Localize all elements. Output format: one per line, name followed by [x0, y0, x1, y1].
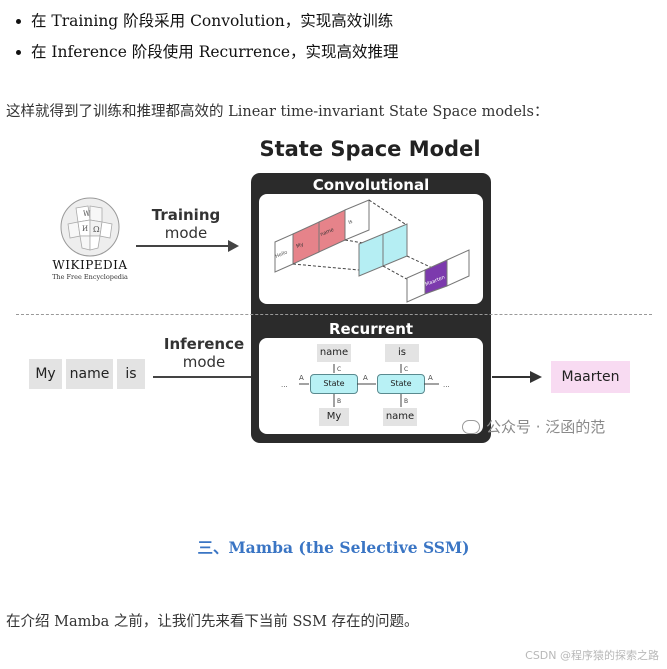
- input-token-my: My: [29, 359, 62, 389]
- wikipedia-wordmark: WIKIPEDIA: [45, 258, 135, 272]
- svg-text:Ω: Ω: [93, 225, 100, 234]
- intro-paragraph: 这样就得到了训练和推理都高效的 Linear time-invariant St…: [6, 100, 549, 121]
- output-token: Maarten: [551, 361, 630, 393]
- conv-projection-line: [293, 264, 359, 270]
- convolutional-panel: Hello My name is Maarten: [259, 194, 483, 304]
- b-label: B: [404, 398, 408, 405]
- convolutional-heading: Convolutional: [251, 176, 491, 194]
- body-paragraph: 在介绍 Mamba 之前，让我们先来看下当前 SSM 存在的问题。: [6, 610, 419, 631]
- inference-label: Inference: [164, 335, 244, 353]
- training-mode-label: Training mode: [140, 206, 232, 242]
- recurrent-heading: Recurrent: [251, 320, 491, 338]
- a-label: A: [363, 374, 368, 382]
- svg-text:И: И: [82, 225, 88, 233]
- training-label: Training: [152, 206, 220, 224]
- figure-divider: [16, 314, 652, 315]
- watermark-text: 公众号 · 泛函的范: [486, 418, 605, 436]
- conv-kernel-cell: [383, 224, 407, 266]
- svg-text:W: W: [83, 210, 91, 218]
- conv-projection-line: [369, 200, 405, 224]
- wikipedia-globe-icon: W Ω И: [56, 196, 124, 258]
- bullet-training: 在 Training 阶段采用 Convolution，实现高效训练: [14, 6, 399, 37]
- wechat-icon: [462, 420, 480, 434]
- recurrent-panel: name is State State My name ... ... A A …: [259, 338, 483, 434]
- training-arrow-icon: [136, 238, 240, 254]
- wechat-watermark: 公众号 · 泛函的范: [462, 416, 605, 437]
- inference-line: [153, 376, 251, 378]
- bullet-inference: 在 Inference 阶段使用 Recurrence，实现高效推理: [14, 37, 399, 68]
- section-heading: 三、Mamba (the Selective SSM): [0, 536, 667, 558]
- inference-mode-label: Inference mode: [158, 335, 250, 371]
- inference-mode-text: mode: [158, 353, 250, 371]
- conv-output-cell: [407, 270, 425, 302]
- conv-kernel-cell: [359, 234, 383, 276]
- a-label: A: [428, 374, 433, 382]
- c-label: C: [337, 366, 341, 373]
- convolution-diagram: Hello My name is Maarten: [259, 194, 483, 304]
- ellipsis-right: ...: [443, 381, 450, 389]
- c-label: C: [404, 366, 408, 373]
- output-arrow-icon: [492, 369, 544, 385]
- wikipedia-tagline: The Free Encyclopedia: [45, 273, 135, 281]
- bullet-list: 在 Training 阶段采用 Convolution，实现高效训练 在 Inf…: [14, 6, 399, 68]
- recurrent-connections: ... ... A A A C C B B: [259, 338, 483, 434]
- csdn-watermark: CSDN @程序猿的探索之路: [525, 647, 659, 663]
- input-token-name: name: [66, 359, 113, 389]
- conv-output-cell: [447, 250, 469, 286]
- ellipsis-left: ...: [281, 381, 288, 389]
- input-token-is: is: [117, 359, 145, 389]
- b-label: B: [337, 398, 341, 405]
- figure-title: State Space Model: [230, 137, 510, 161]
- a-label: A: [299, 374, 304, 382]
